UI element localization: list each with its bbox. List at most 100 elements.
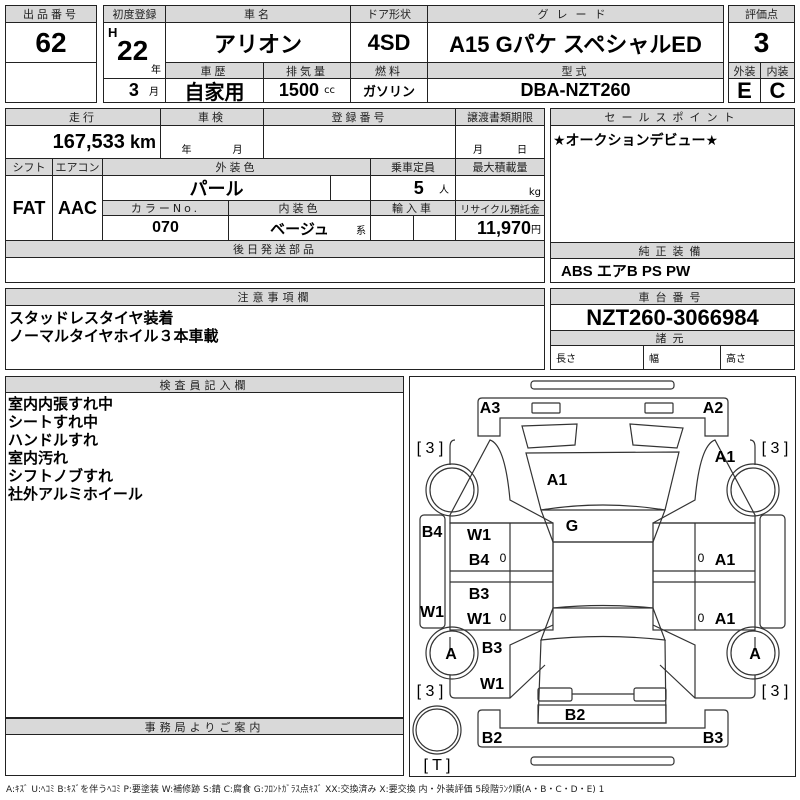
equipment-label: 純正装備 [550,242,795,259]
sales-point: ★オークションデビュー★ [550,125,795,243]
lot-number: 62 [5,22,97,63]
damage-label-rear-fender-left: B3 [481,640,503,657]
damage-label-left-rear-door: B3 [468,586,490,603]
year: 22 [117,35,149,66]
grade: A15 Gパケ スペシャルED [427,22,724,63]
damage-label-right-rear-door: A1 [714,611,736,628]
damage-label-windshield: G [565,518,579,535]
damage-label-left-skirt: W1 [420,604,444,621]
transfer-label: 譲渡書類期限 [455,108,545,126]
damage-label-front-bumper-left: A3 [479,400,501,417]
door-label: ドア形状 [350,5,428,23]
displacement: 1500 cc [263,78,351,103]
damage-label-left-front-door: B4 [468,552,490,569]
shift-label: シフト [5,158,53,176]
later-parts [5,257,545,283]
transfer-date: 月日 [455,125,545,159]
first-reg-label: 初度登録 [103,5,166,23]
chassis-number: NZT260-3066984 [550,304,795,331]
inspector-body [5,392,404,718]
damage-label-left-skirt: B4 [421,524,443,541]
ext-color-extra [330,175,371,201]
damage-label-wheel-rr: A [749,646,761,663]
spec-height: 高さ [720,345,795,370]
inspection-month-unit: 月 [232,145,243,156]
import-cell-2 [413,215,456,241]
note-line: スタッドレスタイヤ装着 [9,309,174,327]
inspector-label: 検査員記入欄 [5,376,404,393]
history-label: 車歴 [165,62,264,79]
spec-label: 諸元 [550,330,795,346]
import-cell-1 [370,215,414,241]
damage-label-trunk: B2 [564,707,586,724]
inspector-line: 社外アルミホイール [8,485,143,503]
import-label: 輸入車 [370,200,456,216]
interior-grade: C [760,78,795,103]
notes-label: 注意事項欄 [5,288,545,306]
inspector-line: シフトノブすれ [8,467,114,485]
ac-label: エアコン [52,158,103,176]
capacity-value: 5 [413,177,424,198]
damage-label-rear-fender-left: W1 [480,676,504,693]
reg-no-label: 登録番号 [263,108,456,126]
displacement-unit: cc [324,85,336,96]
damage-label-front-bumper-right: A2 [702,400,724,417]
mileage-label: 走行 [5,108,161,126]
displacement-value: 1500 [278,80,319,100]
interior-label: 内装 [760,62,795,79]
max-load-label: 最大積載量 [455,158,545,176]
lot-label: 出品番号 [5,5,97,23]
year-unit: 年 [151,65,161,76]
sales-point-label: セールスポイント [550,108,795,126]
car-outline [412,380,786,766]
inspector-line: 室内内張すれ中 [8,395,114,413]
notes-body [5,305,545,370]
score-value: 3 [728,22,795,63]
damage-label-hood: A1 [546,472,568,489]
grade-label: グレード [427,5,724,23]
spec-width: 幅 [643,345,721,370]
recycle-label: リサイクル預託金 [455,200,545,216]
car-name: アリオン [165,22,351,63]
door-type: 4SD [350,22,428,63]
office-body [5,734,404,776]
era: H [108,25,118,40]
legend-footer: A:ｷｽﾞ U:ﾍｺﾐ B:ｷｽﾞを伴うﾍｺﾐ P:要塗装 W:補修跡 S:錆 … [6,785,605,795]
month: 3 [128,80,139,100]
door-handle-mark: 0 [697,611,705,625]
displacement-label: 排気量 [263,62,351,79]
damage-label-left-front-door: W1 [467,527,491,544]
tire-tread-rl: [ 3 ] [416,683,444,700]
door-handle-mark: 0 [697,551,705,565]
damage-label-left-rear-door: W1 [467,611,491,628]
capacity: 5 人 [370,175,456,201]
exterior-label: 外装 [728,62,761,79]
damage-label-rear-bumper-right: B3 [702,730,724,747]
equipment: ABS エアB PS PW [550,258,795,283]
inspector-line: シートすれ中 [8,413,99,431]
shift: FAT [5,175,53,241]
inspector-line: ハンドルすれ [8,431,99,449]
first-reg-year: H 22 年 [103,22,166,79]
damage-diagram [409,376,796,777]
ext-color-label: 外装色 [102,158,371,176]
history: 自家用 [165,78,264,103]
chassis-label: 車台番号 [550,288,795,305]
color-no: 070 [102,215,229,241]
capacity-unit: 人 [439,184,449,196]
int-color: ベージュ系 [228,215,371,241]
mileage: 167,533 km [5,125,161,159]
mileage-unit: km [129,131,156,152]
door-handle-mark: 0 [499,551,507,565]
later-parts-label: 後日発送部品 [5,240,545,258]
inspector-line: 室内汚れ [8,449,69,467]
int-color-suffix: 系 [356,226,366,237]
door-handle-mark: 0 [499,611,507,625]
inspection-label: 車検 [160,108,264,126]
damage-label-rear-bumper-left: B2 [481,730,503,747]
ac: AAC [52,175,103,241]
note-line: ノーマルタイヤホイル３本車載 [9,327,219,345]
spec-length: 長さ [550,345,644,370]
first-reg-month: 3 月 [103,78,166,103]
